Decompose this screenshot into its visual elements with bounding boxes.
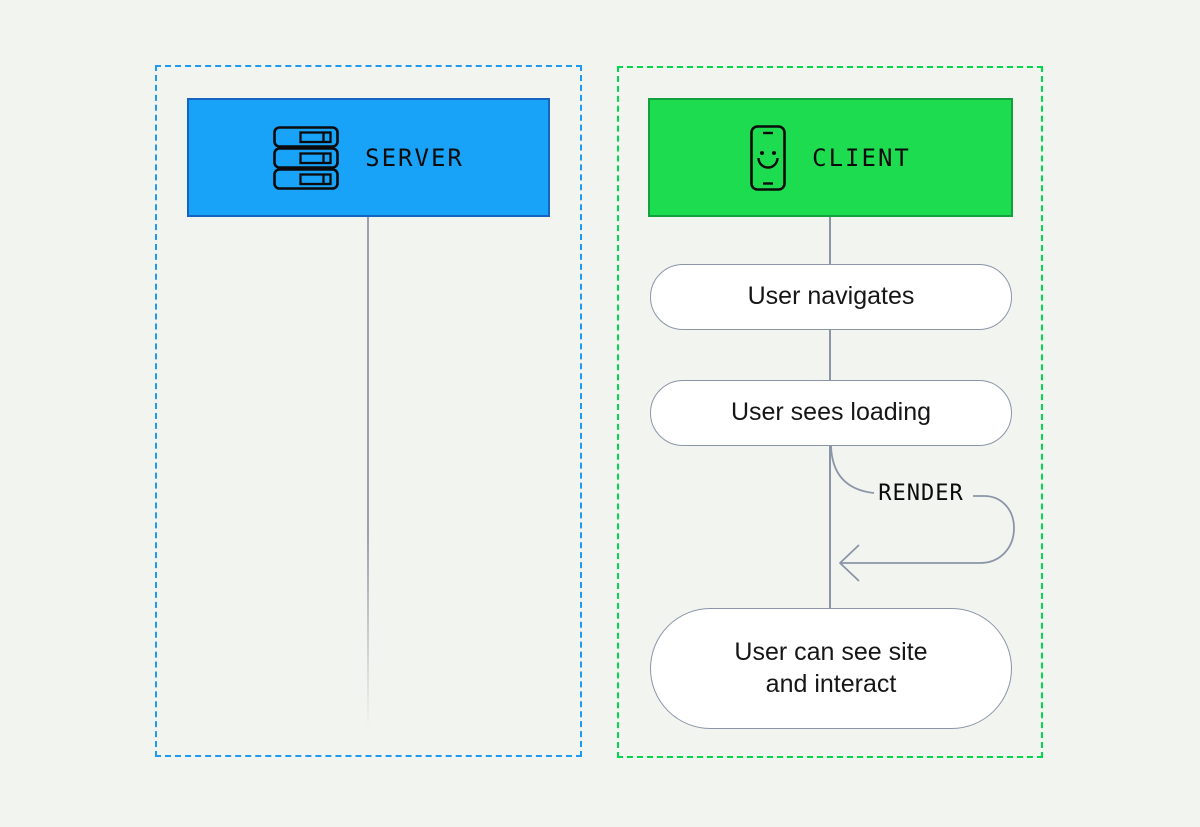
server-label: SERVER	[365, 143, 464, 172]
step-label: User navigates	[747, 282, 915, 311]
step-label: User sees loading	[730, 398, 932, 427]
server-timeline-line	[367, 217, 369, 728]
smartphone-smiley-icon	[750, 124, 786, 191]
step-user-navigates: User navigates	[650, 264, 1012, 330]
client-label: CLIENT	[812, 143, 911, 172]
step-user-can-see-site: User can see site and interact	[650, 608, 1012, 729]
client-lane	[617, 66, 1043, 758]
step-label: User can see site and interact	[734, 638, 928, 698]
client-header-box: CLIENT	[648, 98, 1013, 217]
server-header-box: SERVER	[187, 98, 550, 217]
server-lane	[155, 65, 582, 757]
render-label: RENDER	[878, 480, 964, 506]
step-user-sees-loading: User sees loading	[650, 380, 1012, 446]
server-rack-icon	[273, 125, 339, 190]
